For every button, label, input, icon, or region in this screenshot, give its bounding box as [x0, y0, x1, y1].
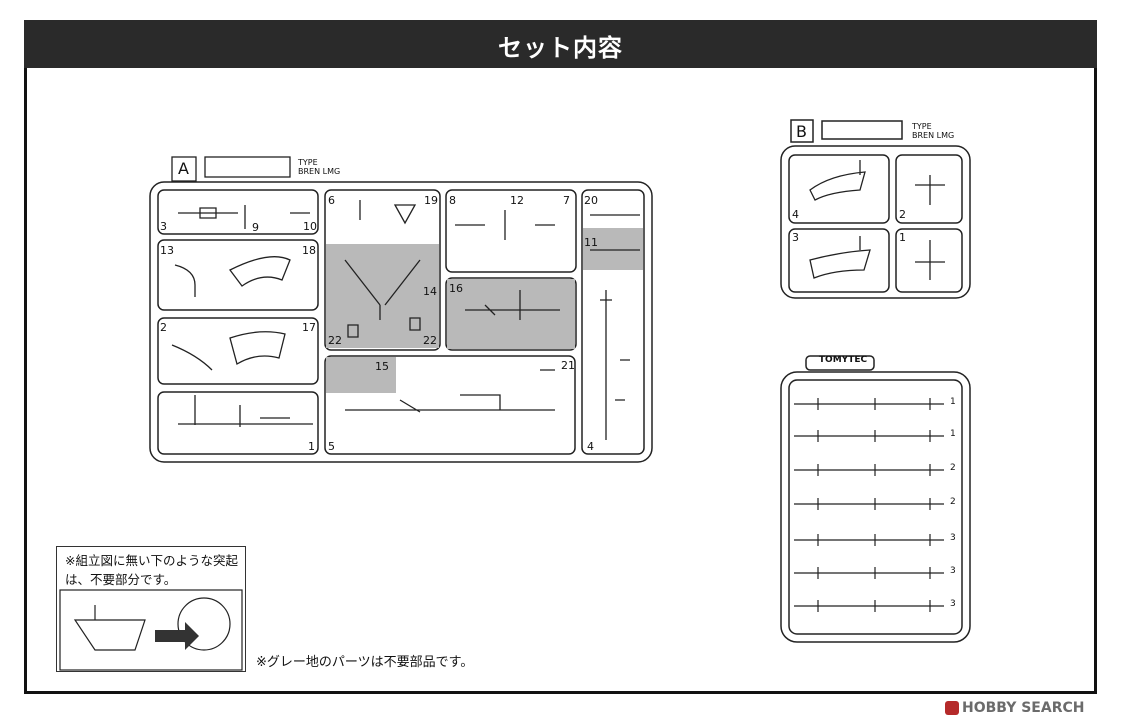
part-number: 13: [160, 244, 174, 257]
part-number: 3: [792, 231, 799, 244]
sprue-a-type-line1: TYPE: [298, 158, 318, 167]
part-number: 17: [302, 321, 316, 334]
note-text: ※組立図に無い下のような突起は、不要部分です。: [65, 553, 238, 587]
part-number: 1: [308, 440, 315, 453]
part-number: 12: [510, 194, 524, 207]
part-number: 10: [303, 220, 317, 233]
part-number: 18: [302, 244, 316, 257]
part-number: 2: [160, 321, 167, 334]
part-number: 4: [792, 208, 799, 221]
part-number: 21: [561, 359, 575, 372]
part-number: 11: [584, 236, 598, 249]
sprue-b-letter: B: [796, 122, 807, 141]
tomytec-brand: TOMYTEC: [818, 355, 868, 365]
watermark: HOBBY SEARCH: [962, 700, 1085, 716]
part-number: 1: [899, 231, 906, 244]
part-number: 3: [950, 599, 956, 609]
part-number: 22: [328, 334, 342, 347]
part-number: 3: [950, 533, 956, 543]
part-number: 20: [584, 194, 598, 207]
part-number: 9: [252, 221, 259, 234]
part-number: 14: [423, 285, 437, 298]
part-number: 15: [375, 360, 389, 373]
part-number: 3: [160, 220, 167, 233]
gray-parts-note: ※グレー地のパーツは不要部品です。: [256, 655, 474, 670]
sprue-a-letter: A: [178, 159, 189, 178]
part-number: 7: [563, 194, 570, 207]
sprue-b-type-line2: BREN LMG: [912, 131, 955, 140]
part-number: 16: [449, 282, 463, 295]
header-bar: セット内容: [24, 20, 1097, 68]
note-box: [56, 546, 246, 672]
part-number: 2: [899, 208, 906, 221]
sprue-a-type-line2: BREN LMG: [298, 167, 341, 176]
part-number: 1: [950, 397, 956, 407]
tomytec-sprue-frame: [780, 371, 971, 643]
part-number: 2: [950, 463, 956, 473]
unused-parts-gray-areas: [326, 228, 643, 393]
part-number: 22: [423, 334, 437, 347]
part-number: 19: [424, 194, 438, 207]
part-number: 2: [950, 497, 956, 507]
part-number: 3: [950, 566, 956, 576]
sprue-a-frame: [149, 181, 653, 463]
page-title: セット内容: [498, 34, 623, 62]
part-number: 6: [328, 194, 335, 207]
part-number: 8: [449, 194, 456, 207]
sprue-b-type-line1: TYPE: [912, 122, 932, 131]
part-number: 5: [328, 440, 335, 453]
sprue-b-frame: [780, 145, 971, 299]
part-number: 1: [950, 429, 956, 439]
part-number: 4: [587, 440, 594, 453]
